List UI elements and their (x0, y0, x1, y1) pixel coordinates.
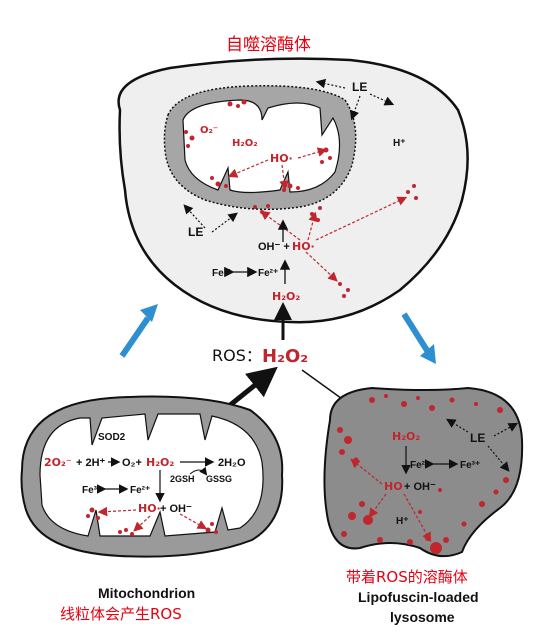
le-arrow-1 (315, 78, 346, 89)
ho-mito-arrow-1 (97, 506, 137, 517)
fe2-mito-label: Fe²⁺ (130, 485, 150, 496)
fe2-lipo-label: Fe²⁺ (410, 460, 430, 471)
ho-outer-arrow-4 (305, 251, 338, 282)
ho-lipo-arrow-1 (350, 458, 383, 485)
le-lipo-label: LE (470, 431, 485, 445)
ho-inner-label: HO· (270, 152, 293, 165)
oh-lipo-label: + OH⁻ (404, 481, 436, 493)
ho-mito-label: HO· (138, 502, 161, 515)
le-arrow-4 (183, 204, 206, 229)
ros-center-h2o2: H₂O₂ (262, 346, 308, 367)
sod2-label: SOD2 (98, 432, 126, 443)
lipo-en-label-2: lysosome (390, 609, 455, 625)
fe3-top-label: Fe³⁺ (212, 268, 232, 279)
ros-dots-mito (86, 507, 218, 536)
gsh-label: 2GSH (170, 474, 195, 484)
ho-outer-arrow-2 (307, 211, 318, 241)
ho-outer-label: HO· (292, 240, 315, 253)
mitochondrion-inner (39, 413, 264, 537)
ho-mito-arrow-2 (133, 515, 151, 532)
eq-h2o-label: 2H₂O (218, 457, 246, 469)
le-lipo-arrow-3 (487, 445, 510, 472)
oh-mito-label: + OH⁻ (160, 503, 192, 515)
blue-arrow-left-head (140, 304, 158, 322)
ho-outer-arrow-1 (260, 210, 301, 241)
le-top-label: LE (352, 80, 367, 94)
eq-2o2-label: 2O₂⁻ (44, 456, 72, 469)
eq-o2-label: O₂+ (122, 457, 142, 469)
ho-inner-arrow-2 (279, 164, 289, 191)
gssg-label: GSSG (206, 474, 232, 484)
fe2-top-label: Fe²⁺ (258, 268, 278, 279)
lipo-en-label-1: Lipofuscin-loaded (358, 589, 479, 605)
autophagosome-inner (182, 99, 341, 194)
ros-dots-top (184, 99, 418, 298)
blue-arrow-right (401, 312, 431, 354)
oh-minus-label: OH⁻ + (258, 241, 290, 253)
le-arrow-5 (211, 212, 238, 233)
le-lipo-arrow-2 (493, 422, 519, 437)
le-arrow-3 (369, 93, 395, 106)
lipofuscin-lysosome (323, 386, 524, 558)
ho-inner-arrow-1 (227, 159, 269, 178)
mito-cn-label: 线粒体会产生ROS (60, 605, 182, 623)
ho-lipo-arrow-2 (368, 493, 387, 518)
eq-h2o2-label: H₂O₂ (146, 456, 174, 469)
le-left-label: LE (188, 225, 203, 239)
h2o2-lower-label: H₂O₂ (272, 290, 300, 303)
autolysosome-title: 自噬溶酶体 (226, 35, 311, 55)
ho-lipo-arrow-3 (403, 493, 432, 543)
ros-dots-lipo (337, 394, 509, 554)
h2o2-inner-label: H₂O₂ (232, 138, 258, 149)
ros-center-prefix: ROS： (212, 346, 262, 365)
mito-en-label: Mitochondrion (98, 585, 195, 601)
blue-arrow-left (119, 316, 151, 358)
ho-outer-arrow-3 (315, 196, 408, 241)
ho-lipo-label: HO (384, 480, 403, 493)
fe3-mito-label: Fe³⁺ (82, 485, 102, 496)
h-plus-top: H⁺ (393, 138, 406, 149)
o2-minus-label: O₂⁻ (200, 125, 218, 136)
lipo-cn-label: 带着ROS的溶酶体 (346, 568, 468, 586)
gsh-curve (189, 466, 208, 476)
blue-arrow-right-head (420, 344, 436, 364)
fe3-lipo-label: Fe³⁺ (460, 460, 480, 471)
h2o2-lipo-label: H₂O₂ (392, 430, 420, 443)
h-plus-lipo-label: H⁺ (396, 516, 409, 527)
eq-2h-label: + 2H⁺ (76, 457, 106, 469)
